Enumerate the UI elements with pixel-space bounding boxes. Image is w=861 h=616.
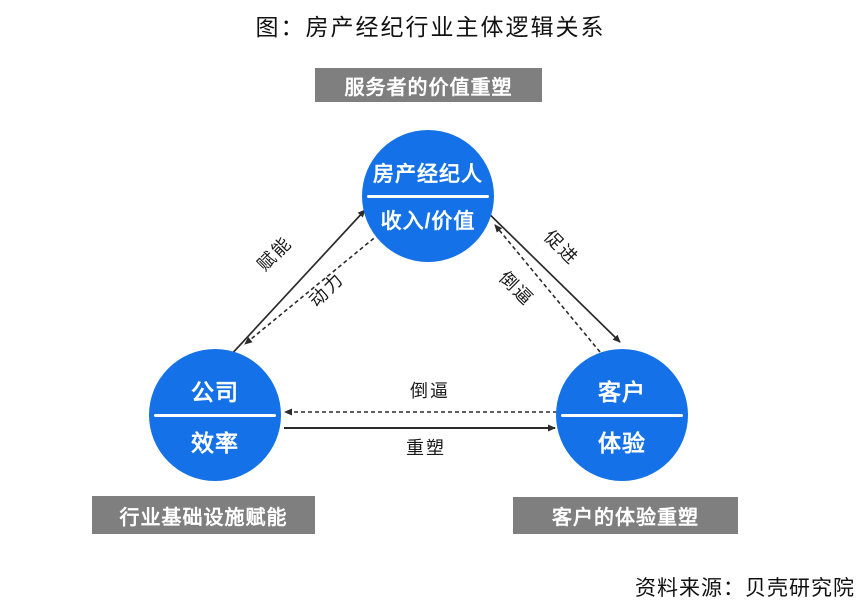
node-agent: 房产经纪人 收入/价值 — [362, 130, 494, 262]
node-agent-title: 房产经纪人 — [373, 162, 483, 186]
figure-title: 图：房产经纪行业主体逻辑关系 — [255, 15, 606, 40]
node-divider — [367, 194, 489, 198]
edge-label-force-mid: 倒逼 — [410, 381, 450, 401]
edge-promote-line — [477, 202, 621, 343]
node-company-subtitle: 效率 — [191, 429, 239, 456]
edge-empower-line — [227, 209, 366, 359]
edge-motivation-line — [244, 224, 391, 345]
node-customer: 客户 体验 — [556, 349, 688, 481]
node-company: 公司 效率 — [149, 349, 281, 481]
banner-customer-experience: 客户的体验重塑 — [513, 497, 738, 534]
banner-infrastructure: 行业基础设施赋能 — [92, 496, 315, 534]
node-customer-subtitle: 体验 — [598, 429, 646, 456]
node-divider — [561, 413, 683, 417]
banner-service-value: 服务者的价值重塑 — [315, 68, 542, 102]
node-customer-title: 客户 — [598, 378, 646, 405]
node-company-title: 公司 — [191, 378, 239, 405]
node-divider — [154, 413, 276, 417]
source-caption: 资料来源：贝壳研究院 — [635, 576, 855, 600]
node-agent-subtitle: 收入/价值 — [380, 209, 476, 233]
edge-label-reshape: 重塑 — [406, 438, 446, 458]
